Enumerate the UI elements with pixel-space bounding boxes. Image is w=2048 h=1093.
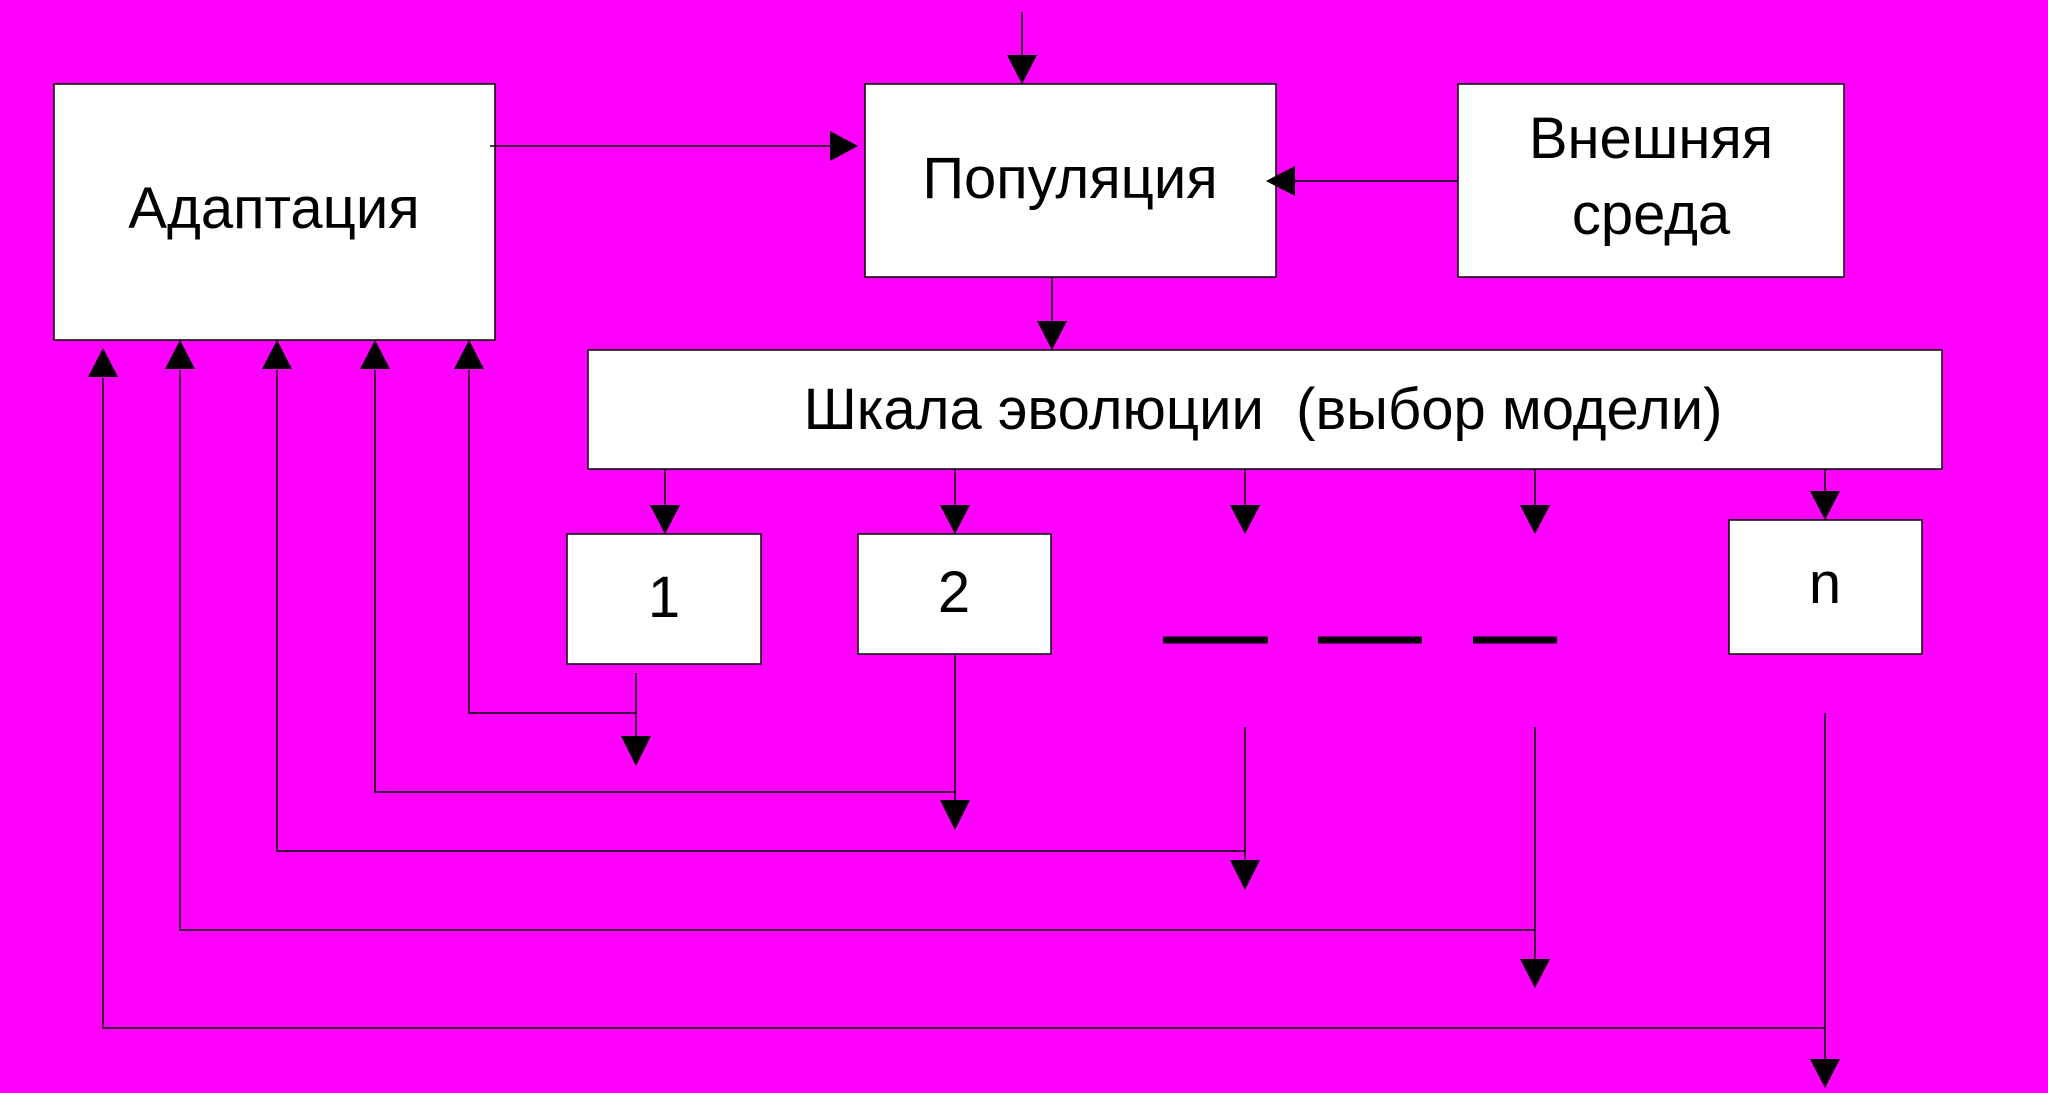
model-n-label: n [1809,551,1841,616]
environment-label-line1: Внешняя [1529,106,1773,171]
evolution-scale-node: Шкала эволюции (выбор модели) [587,349,1943,470]
feedback-loop-model-4 [165,340,1550,988]
arrow-scale-to-model-n [1810,469,1840,520]
model-2-label: 2 [938,560,970,625]
environment-label-line2: среда [1572,182,1731,247]
arrow-population-to-scale [1037,277,1067,350]
feedback-loop-model-3 [262,340,1260,890]
arrow-environment-to-population [1266,166,1458,196]
model-1-label: 1 [648,565,680,630]
environment-node: Внешняя среда [1457,83,1845,278]
model-1-node: 1 [566,533,762,665]
model-n-node: n [1728,519,1923,655]
model-2-node: 2 [857,533,1052,655]
input-arrow-to-population [1007,12,1037,84]
feedback-loop-model-2 [360,340,970,830]
arrow-scale-to-model-2 [940,469,970,534]
arrow-scale-to-model-4 [1520,469,1550,534]
arrow-scale-to-model-3 [1230,469,1260,534]
adaptation-node: Адаптация [53,83,496,341]
feedback-loop-model-n [88,348,1840,1088]
population-label: Популяция [922,146,1217,211]
arrow-adaptation-to-population [490,131,858,161]
population-node: Популяция [864,83,1277,278]
arrow-scale-to-model-1 [650,469,680,534]
adaptation-label: Адаптация [128,176,419,241]
feedback-loop-model-1 [454,340,651,766]
evolution-scale-label: Шкала эволюции (выбор модели) [804,377,1723,442]
